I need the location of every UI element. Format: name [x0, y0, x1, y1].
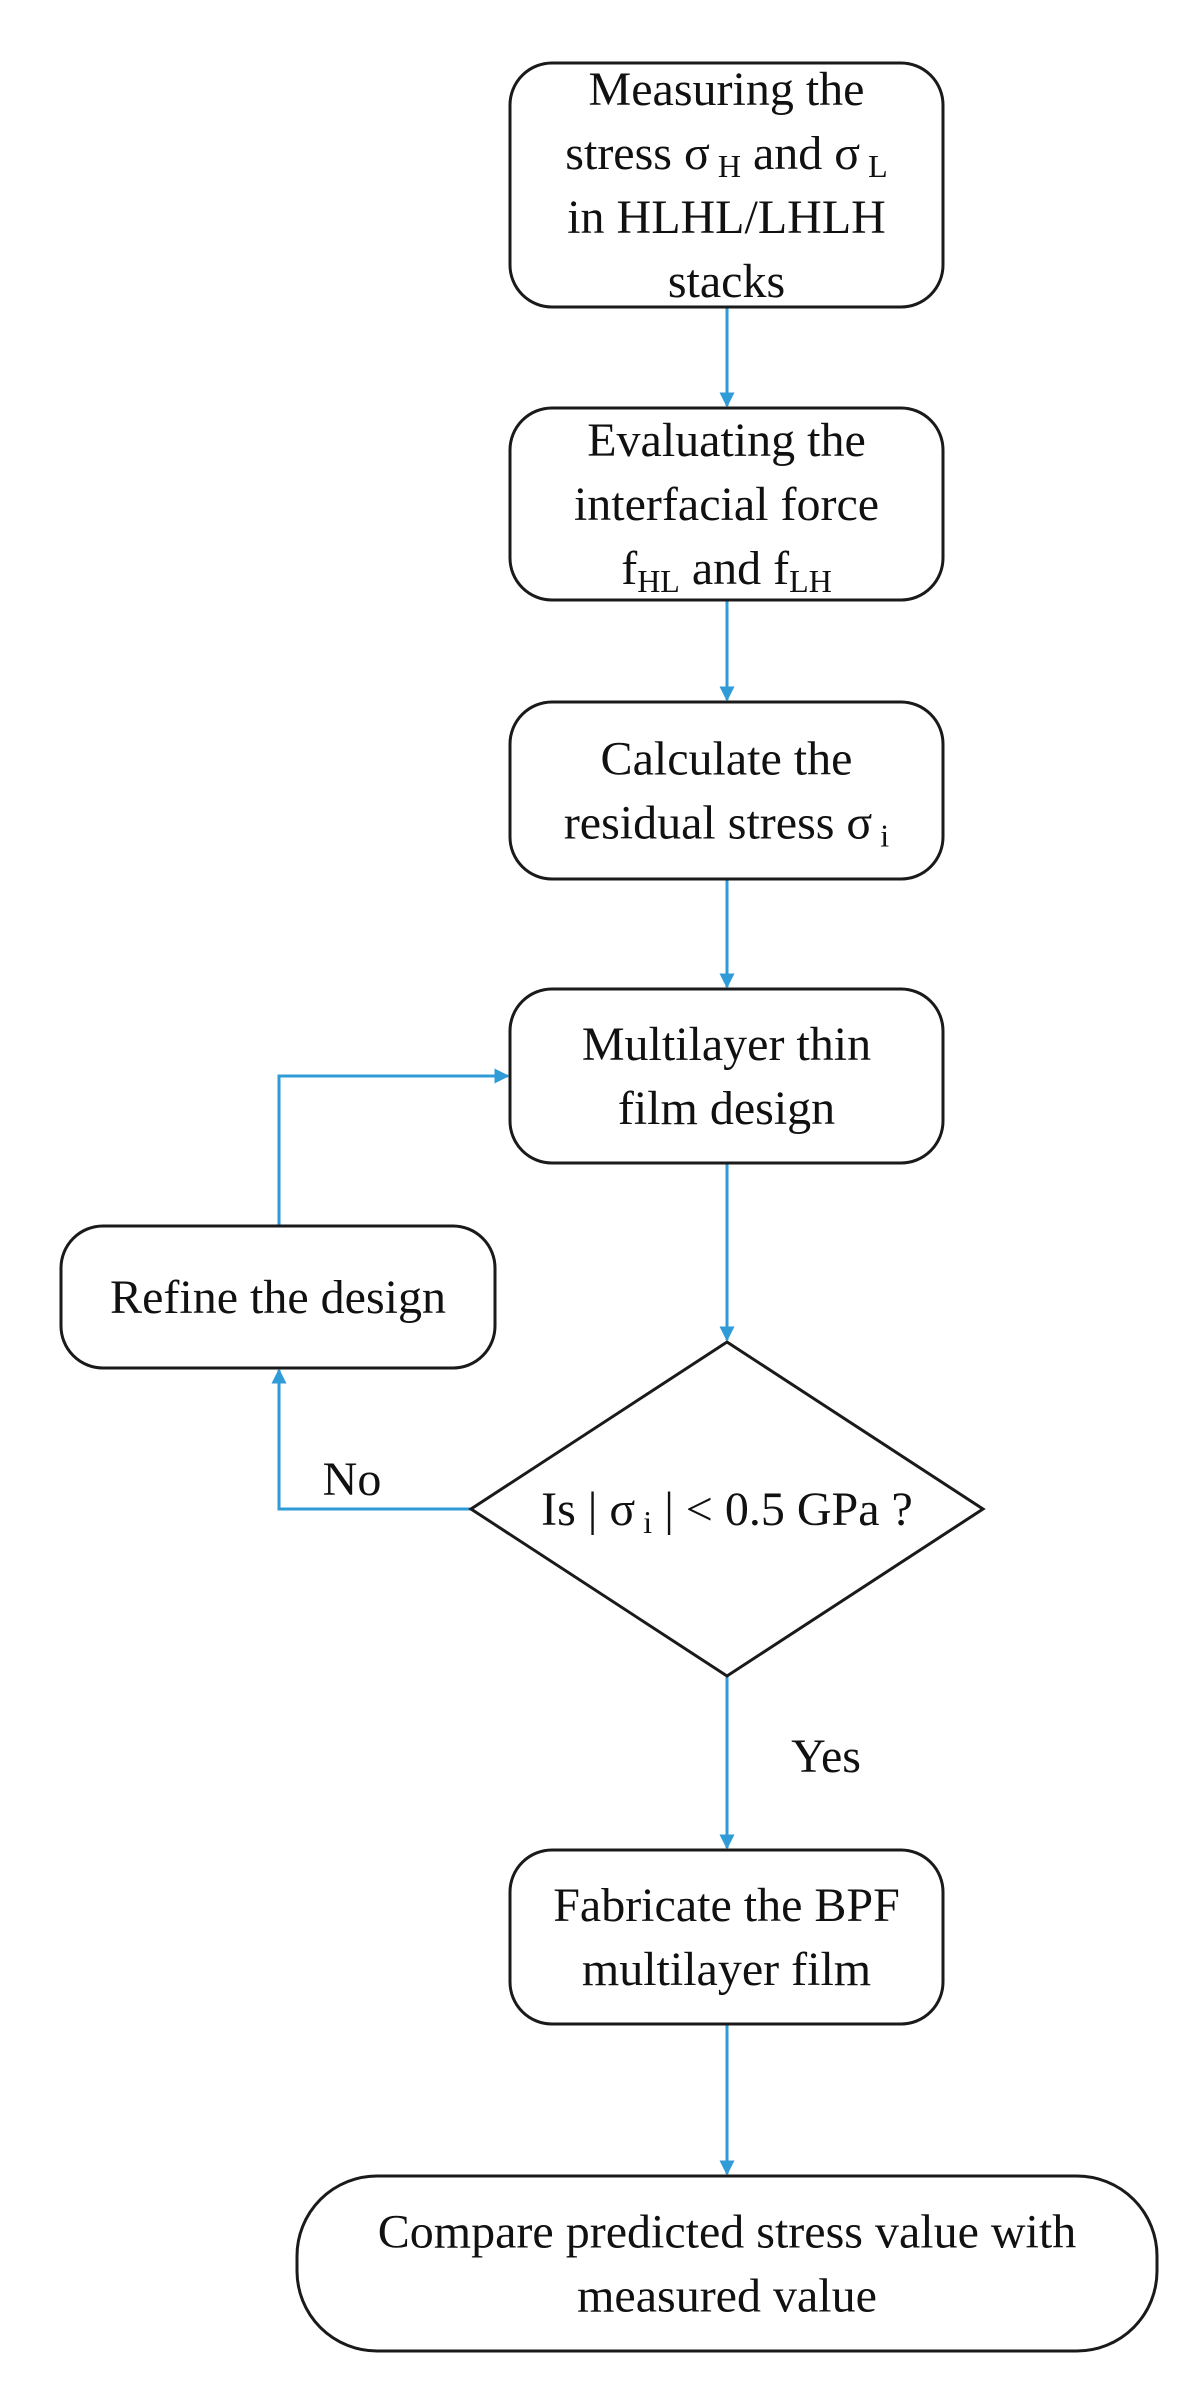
process-box	[508, 406, 945, 602]
text-segment: film design	[618, 1082, 835, 1135]
node-text-line: multilayer film	[582, 1943, 871, 1996]
node-text-line: film design	[618, 1082, 835, 1135]
node-refine: Refine the design	[59, 1224, 497, 1370]
node-text-line: interfacial force	[574, 478, 879, 531]
process-box	[508, 700, 945, 881]
node-text-line: Refine the design	[110, 1271, 446, 1324]
text-segment: Calculate the	[601, 733, 853, 786]
node-text-line: Is | σ i | < 0.5 GPa ?	[541, 1483, 913, 1540]
node-fabricate: Fabricate the BPF multilayer film	[508, 1848, 945, 2026]
node-design: Multilayer thin film design	[508, 987, 945, 1165]
text-segment: stress σ	[565, 127, 710, 180]
node-decision: Is | σ i | < 0.5 GPa ?	[468, 1340, 986, 1678]
arrow-decision-to-refine	[271, 1368, 471, 1511]
process-box	[59, 1224, 497, 1370]
process-box	[508, 987, 945, 1165]
node-text-line: measured value	[577, 2270, 877, 2323]
decision-diamond	[468, 1340, 986, 1678]
node-text-line: Fabricate the BPF	[553, 1879, 900, 1932]
subscript: i	[872, 818, 889, 854]
node-evaluate: Evaluating the interfacial force fHL and f…	[508, 406, 945, 602]
process-box	[508, 61, 945, 309]
text-segment: interfacial force	[574, 478, 879, 531]
text-segment: residual stress σ	[564, 797, 873, 850]
text-segment: Compare predicted stress value with	[378, 2206, 1076, 2259]
text-segment: Is | σ	[541, 1483, 635, 1536]
node-text-line: fHL and fLH	[621, 542, 832, 599]
subscript: LH	[789, 563, 832, 599]
subscript: HL	[637, 563, 680, 599]
node-text-line: Measuring the	[589, 63, 865, 116]
node-calculate: Calculate the residual stress σ i	[508, 700, 945, 881]
terminal-box	[295, 2174, 1159, 2353]
text-segment: stacks	[668, 255, 785, 308]
text-segment: Measuring the	[589, 63, 865, 116]
text-segment: Evaluating the	[587, 414, 866, 467]
edge-label-yes: Yes	[791, 1730, 861, 1783]
node-text-line: stress σ H and σ L	[565, 127, 887, 184]
subscript: H	[710, 148, 741, 184]
text-segment: Multilayer thin	[582, 1018, 871, 1071]
edge-label-no: No	[323, 1453, 382, 1506]
node-text-line: Compare predicted stress value with	[378, 2206, 1076, 2259]
text-segment: and f	[680, 542, 789, 595]
text-segment: and σ	[741, 127, 860, 180]
subscript: L	[860, 148, 888, 184]
node-text-line: residual stress σ i	[564, 797, 889, 854]
subscript: i	[635, 1504, 652, 1540]
text-segment: f	[621, 542, 637, 595]
node-compare: Compare predicted stress value with measu…	[295, 2174, 1159, 2353]
text-segment: Refine the design	[110, 1271, 446, 1324]
node-text-line: Multilayer thin	[582, 1018, 871, 1071]
node-text-line: Calculate the	[601, 733, 853, 786]
arrow-refine-to-design	[277, 1068, 510, 1226]
node-text-line: Evaluating the	[587, 414, 866, 467]
text-segment: Fabricate the BPF	[553, 1879, 900, 1932]
text-segment: measured value	[577, 2270, 877, 2323]
text-segment: multilayer film	[582, 1943, 871, 1996]
node-text-line: stacks	[668, 255, 785, 308]
process-box	[508, 1848, 945, 2026]
node-text-line: in HLHL/LHLH	[567, 191, 886, 244]
text-segment: | < 0.5 GPa ?	[652, 1483, 913, 1536]
text-segment: in HLHL/LHLH	[567, 191, 886, 244]
